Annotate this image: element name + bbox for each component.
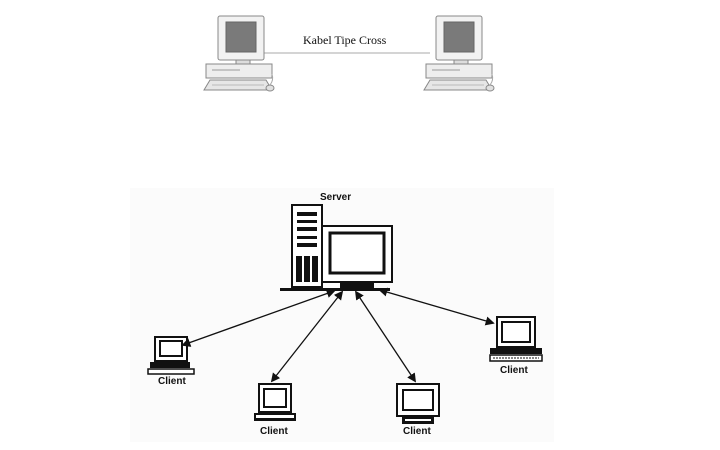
client-3-label: Client [403,426,431,437]
link-server-client-1 [181,289,336,347]
client-4-label: Client [500,365,528,376]
client-4-icon [489,316,543,362]
client-1-icon [147,336,195,375]
link-server-client-4 [378,287,495,326]
client-1-label: Client [158,376,186,387]
link-server-client-3 [354,290,417,383]
client-3-icon [396,383,440,424]
client-2-icon [254,383,296,421]
computer-right-icon [423,15,495,92]
client-2-label: Client [260,426,288,437]
server-tower-icon [291,204,323,288]
cross-cable-label: Kabel Tipe Cross [303,33,387,47]
computer-left-icon [203,15,275,92]
link-server-client-2 [270,290,344,383]
server-label: Server [320,192,352,203]
